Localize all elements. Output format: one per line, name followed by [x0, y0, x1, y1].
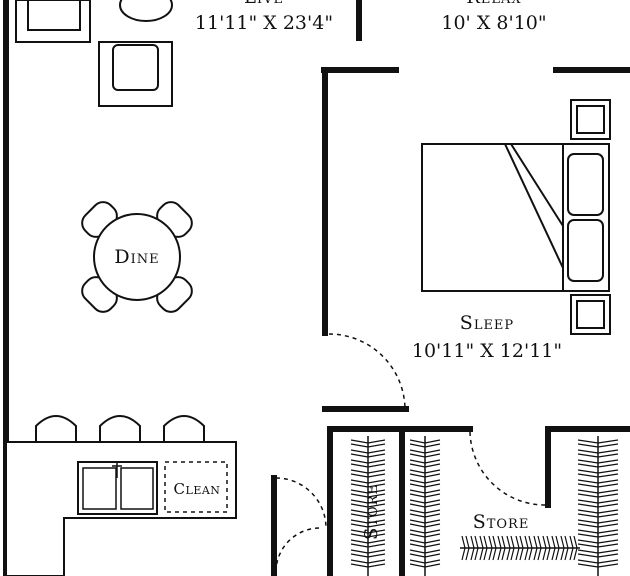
- nightstand-bottom: [570, 294, 611, 335]
- closet-hanger: [461, 535, 470, 561]
- closet-hanger: [577, 519, 619, 528]
- closet-hanger: [577, 459, 619, 468]
- closet-hanger: [409, 539, 441, 548]
- closet-hanger: [577, 499, 619, 508]
- closet-large: [409, 436, 619, 576]
- closet-hanger: [350, 469, 386, 478]
- closet-hanger: [350, 449, 386, 458]
- closet-hanger: [577, 489, 619, 498]
- closet-hanger: [524, 535, 533, 561]
- closet-hanger: [350, 499, 386, 508]
- closet-hanger: [515, 535, 524, 561]
- closet-hanger: [569, 535, 578, 561]
- closet-hanger: [577, 479, 619, 488]
- closet-hanger: [577, 469, 619, 478]
- closet-hanger: [409, 519, 441, 528]
- kitchen-sink: [77, 461, 158, 515]
- bar-stools: [35, 415, 205, 443]
- armchair-top: [15, 0, 91, 43]
- closet-hanger: [497, 535, 506, 561]
- sleep-room-dims: 10'11" X 12'11": [412, 340, 562, 362]
- live-room-dims: 11'11" X 23'4": [195, 12, 333, 34]
- nightstand-top: [570, 99, 611, 140]
- closet-hanger: [577, 449, 619, 458]
- closet-hanger: [470, 535, 479, 561]
- closet-hanger: [350, 479, 386, 488]
- closet-hanger: [409, 499, 441, 508]
- closet-hanger: [409, 449, 441, 458]
- closet-hanger: [479, 535, 488, 561]
- closet-hanger: [409, 439, 441, 448]
- closet-hanger: [350, 509, 386, 518]
- live-room-label: Live: [244, 0, 284, 8]
- closet-hanger: [577, 439, 619, 448]
- closet-hanger: [350, 529, 386, 538]
- closet-hanger: [350, 549, 386, 558]
- dine-label: Dine: [114, 246, 159, 268]
- closet-hanger: [577, 549, 619, 558]
- relax-room-label: Relax: [466, 0, 521, 8]
- closet-hanger: [409, 489, 441, 498]
- closet-hanger: [350, 489, 386, 498]
- closet-small: [350, 436, 386, 576]
- closet-door-swing: [469, 431, 546, 506]
- clean-label: Clean: [174, 480, 221, 498]
- closet-hanger: [533, 535, 542, 561]
- closet-hanger: [577, 539, 619, 548]
- closet-hanger: [409, 559, 441, 568]
- closet-hanger: [577, 559, 619, 568]
- closet-hanger: [560, 535, 569, 561]
- closet-hanger: [409, 549, 441, 558]
- relax-room-dims: 10' X 8'10": [441, 12, 546, 34]
- closet-hanger: [551, 535, 560, 561]
- closet-hanger: [506, 535, 515, 561]
- closet-hanger: [409, 479, 441, 488]
- closet-hanger: [409, 509, 441, 518]
- closet-hanger: [577, 509, 619, 518]
- closet-hanger: [350, 559, 386, 568]
- closet-hanger: [350, 539, 386, 548]
- closet-hanger: [350, 459, 386, 468]
- closet-hanger: [350, 519, 386, 528]
- kitchen-door-swing-lower: [275, 527, 321, 573]
- coffee-table: [119, 0, 173, 22]
- closet-hanger: [488, 535, 497, 561]
- closet-hanger: [350, 439, 386, 448]
- closet-hanger: [542, 535, 551, 561]
- kitchen-door-swing-upper: [275, 477, 327, 529]
- dining-set: [81, 201, 193, 313]
- closet-hanger: [577, 529, 619, 538]
- closet-hanger: [409, 459, 441, 468]
- bed: [421, 143, 610, 292]
- closet-hanger: [409, 469, 441, 478]
- closet-hanger: [409, 529, 441, 538]
- store-small-label: Store: [361, 484, 382, 540]
- store-large-label: Store: [473, 511, 530, 533]
- armchair: [98, 41, 173, 107]
- sleep-door-swing: [328, 333, 406, 410]
- sleep-room-label: Sleep: [460, 312, 514, 334]
